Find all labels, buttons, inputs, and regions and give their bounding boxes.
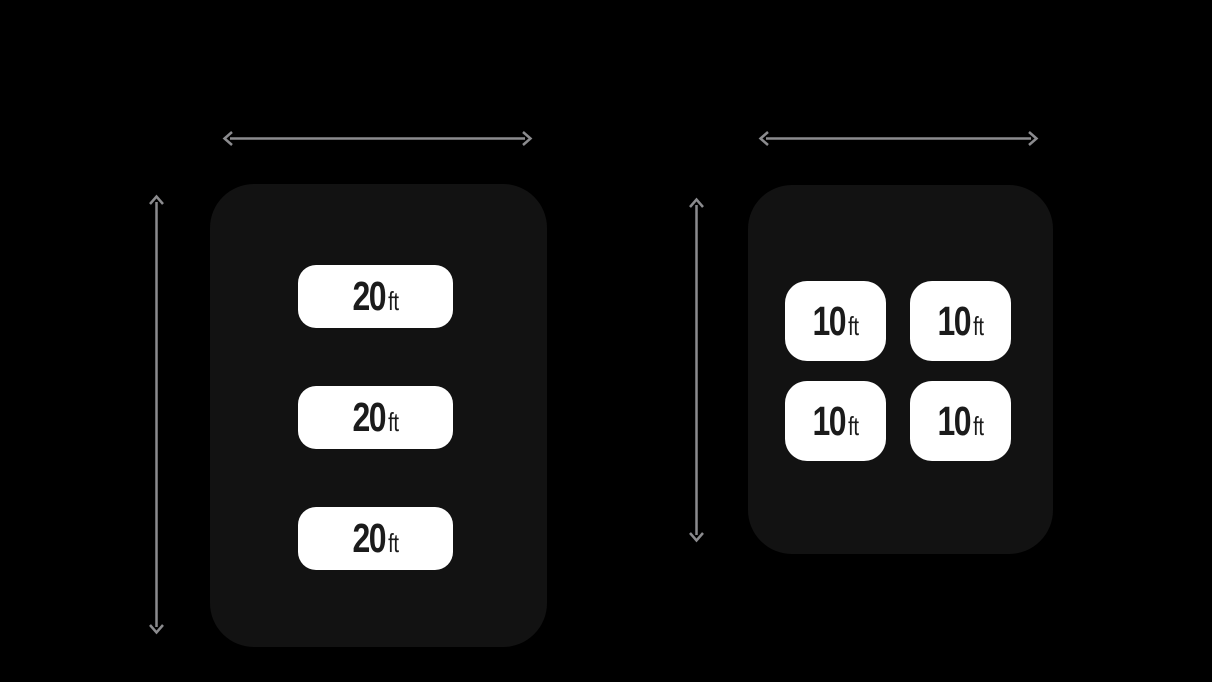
large-container-box: 20 ft 20 ft 20 ft <box>210 184 547 647</box>
right-height-arrow-icon <box>689 197 704 543</box>
size-label: 10 ft <box>812 397 859 444</box>
size-unit: ft <box>848 410 859 441</box>
size-value: 10 <box>937 297 971 344</box>
size-value: 10 <box>937 397 971 444</box>
size-label: 20 ft <box>352 397 398 438</box>
size-unit: ft <box>388 528 399 558</box>
size-label: 20 ft <box>352 518 398 559</box>
size-value: 20 <box>352 515 386 561</box>
left-height-arrow-icon <box>149 194 164 635</box>
size-card-20ft: 20 ft <box>298 507 453 570</box>
size-value: 20 <box>352 273 386 319</box>
left-width-arrow-icon <box>222 131 533 146</box>
size-card-10ft: 10 ft <box>785 381 886 461</box>
size-unit: ft <box>388 407 399 437</box>
size-value: 20 <box>352 394 386 440</box>
size-label: 10 ft <box>937 397 984 444</box>
size-card-20ft: 20 ft <box>298 265 453 328</box>
size-card-10ft: 10 ft <box>910 381 1011 461</box>
size-card-10ft: 10 ft <box>785 281 886 361</box>
size-label: 10 ft <box>812 297 859 344</box>
size-unit: ft <box>848 310 859 341</box>
size-value: 10 <box>812 297 846 344</box>
size-card-20ft: 20 ft <box>298 386 453 449</box>
size-unit: ft <box>973 310 984 341</box>
size-unit: ft <box>388 286 399 316</box>
size-label: 20 ft <box>352 276 398 317</box>
size-label: 10 ft <box>937 297 984 344</box>
size-card-10ft: 10 ft <box>910 281 1011 361</box>
right-width-arrow-icon <box>758 131 1039 146</box>
size-unit: ft <box>973 410 984 441</box>
size-value: 10 <box>812 397 846 444</box>
small-container-box: 10 ft 10 ft 10 ft 10 ft <box>748 185 1053 554</box>
